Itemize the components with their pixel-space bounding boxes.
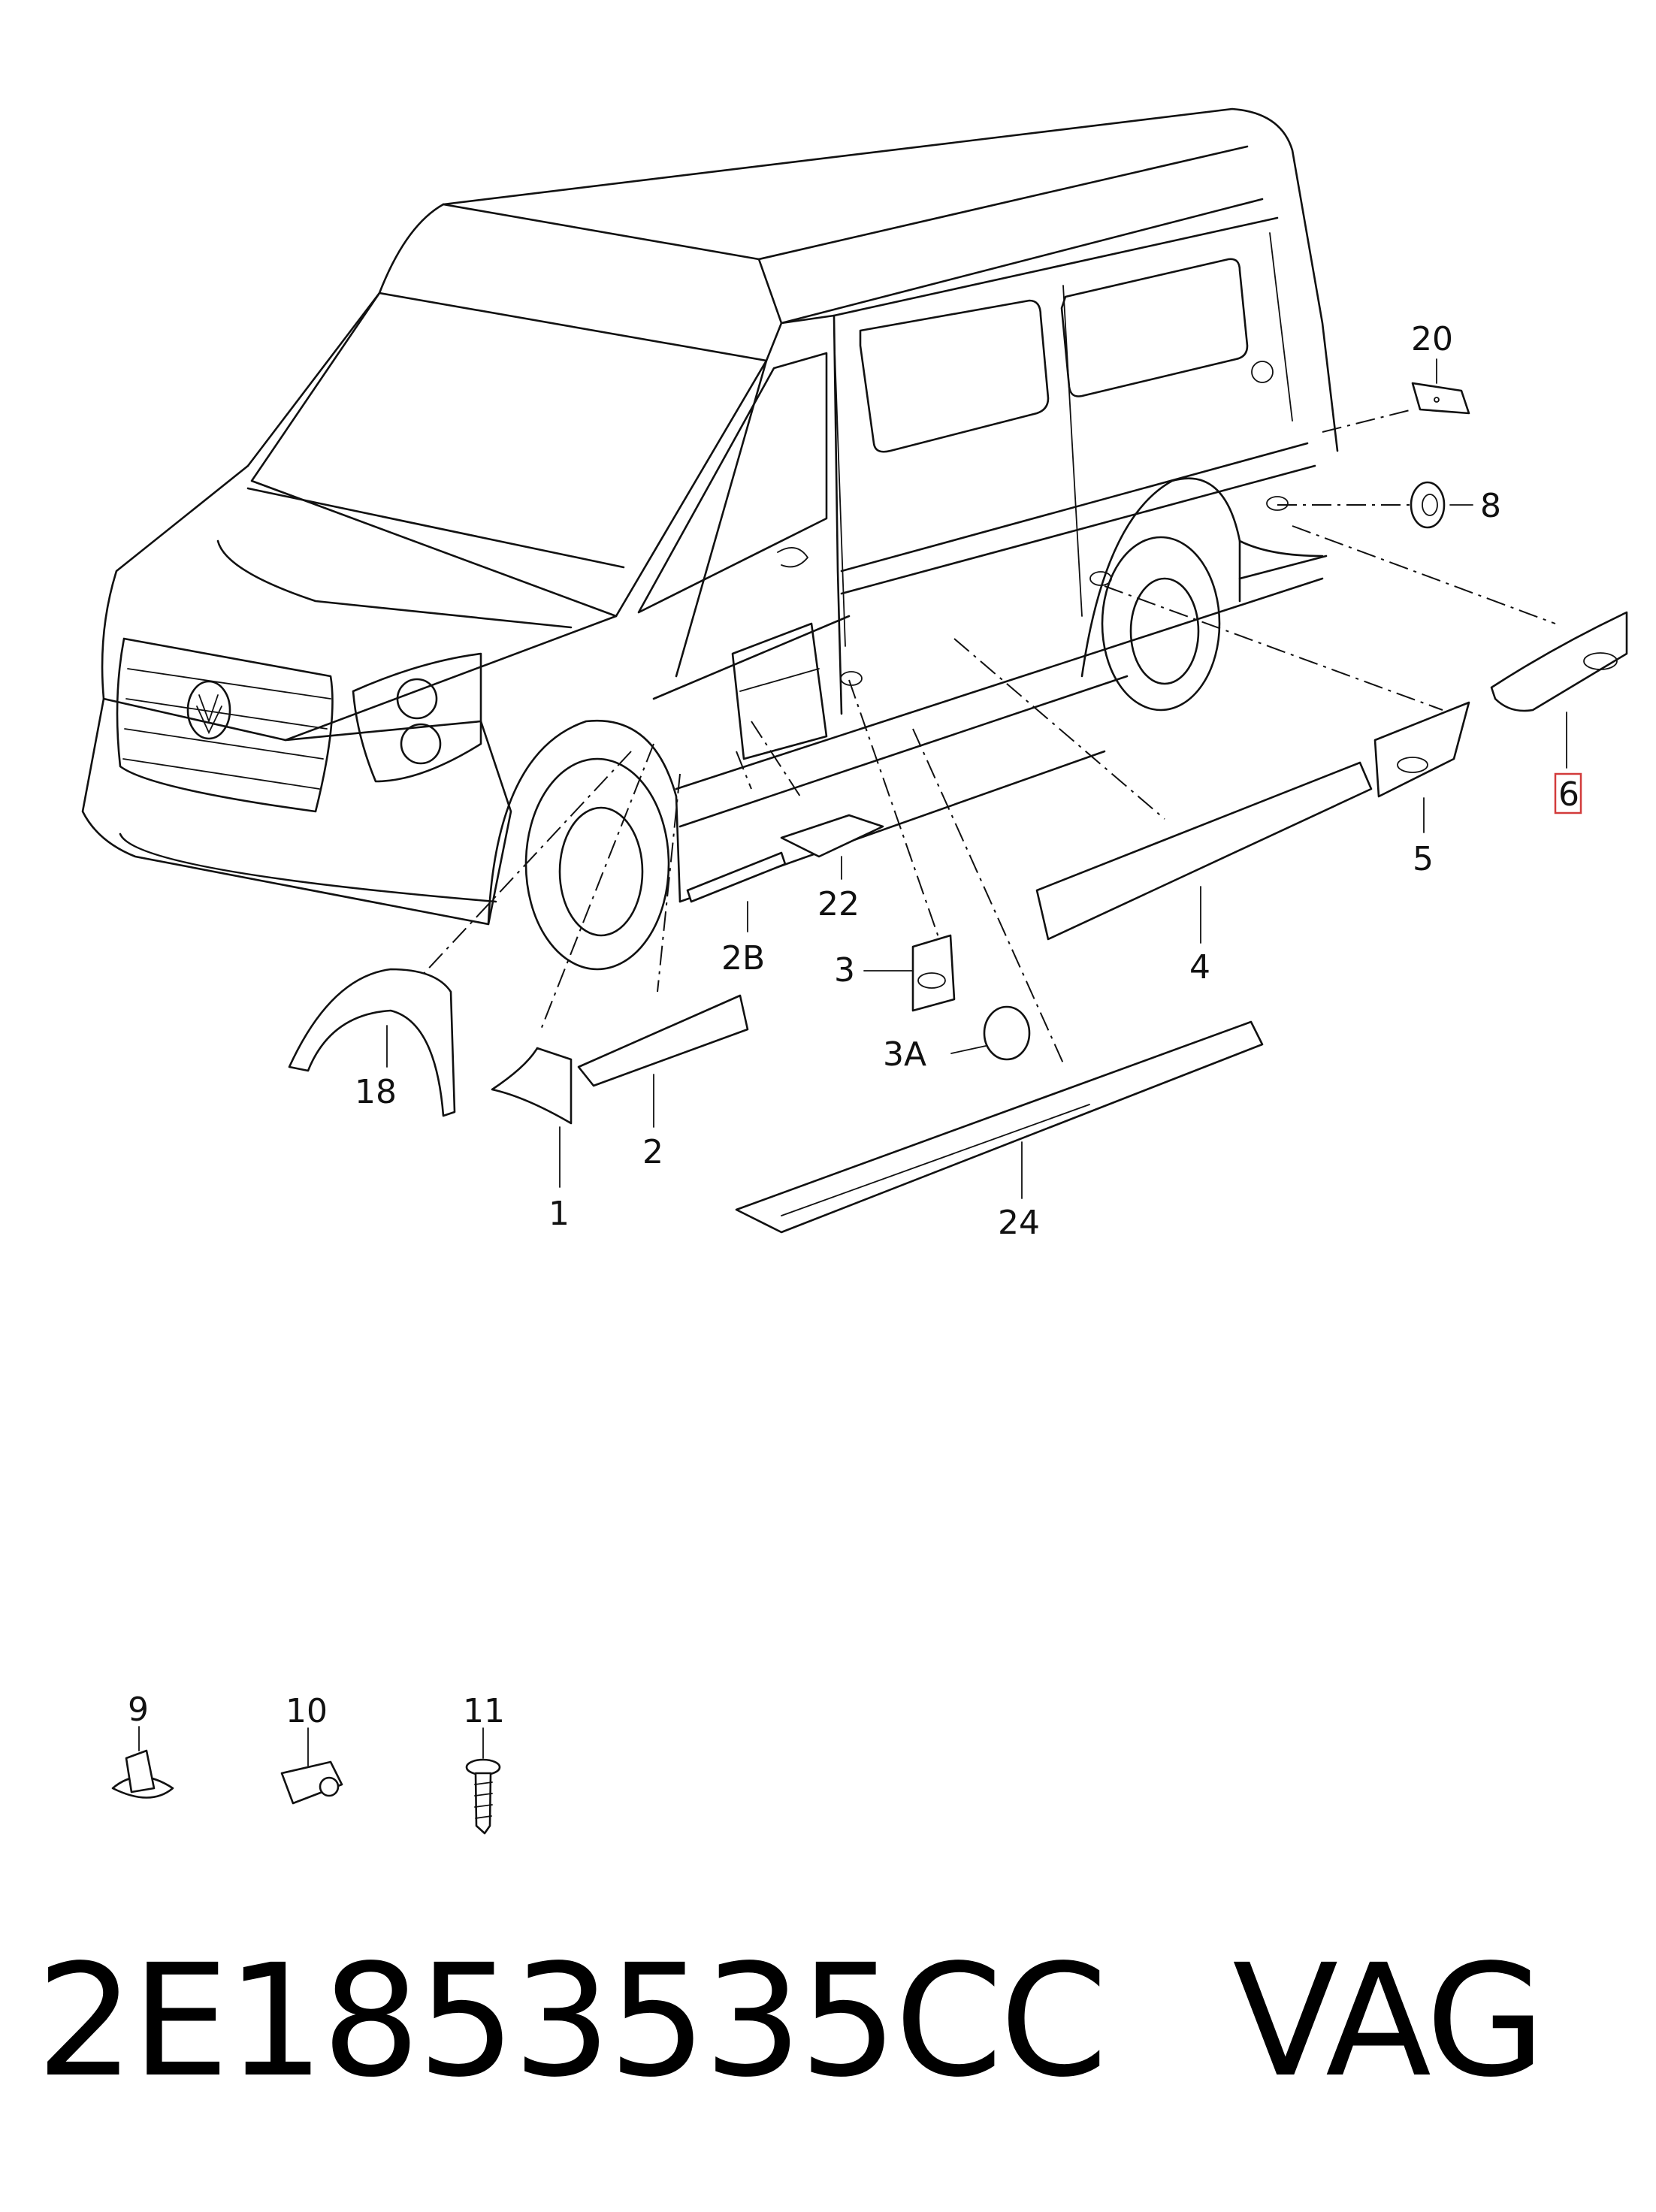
callout-22: 22 bbox=[817, 885, 860, 923]
callout-6: 6 bbox=[1558, 775, 1579, 814]
callout-24: 24 bbox=[998, 1204, 1040, 1242]
part-4-moulding bbox=[1035, 761, 1373, 941]
callout-2b: 2B bbox=[721, 939, 765, 978]
callout-5: 5 bbox=[1413, 840, 1434, 878]
part-number: 2E1853535CC bbox=[36, 1931, 1108, 2111]
part-10-nut bbox=[280, 1760, 343, 1805]
parts bbox=[111, 382, 1628, 1835]
callout-9: 9 bbox=[128, 1691, 149, 1729]
part-18-wheel-arch bbox=[288, 968, 456, 1117]
van-illustration bbox=[81, 107, 1339, 971]
leader-lines bbox=[420, 409, 1556, 1064]
part-8-grommet bbox=[1410, 481, 1446, 529]
part-22-plate bbox=[780, 814, 884, 858]
callout-4: 4 bbox=[1189, 948, 1210, 987]
part-24-sill bbox=[735, 1020, 1264, 1234]
callout-2: 2 bbox=[642, 1133, 663, 1171]
callout-labels: 20 8 6 5 4 3 3A 22 2B 2 1 18 24 9 10 11 bbox=[128, 320, 1582, 1730]
part-2b-strip bbox=[686, 851, 787, 903]
part-2-trim bbox=[577, 994, 749, 1087]
part-3a-cap bbox=[983, 1005, 1031, 1061]
callout-11: 11 bbox=[463, 1692, 505, 1730]
callout-1: 1 bbox=[548, 1195, 570, 1233]
brand-label: VAG bbox=[1232, 1931, 1546, 2111]
callout-3a: 3A bbox=[883, 1035, 926, 1074]
callout-10: 10 bbox=[286, 1692, 328, 1730]
callout-20: 20 bbox=[1411, 320, 1453, 358]
callout-18: 18 bbox=[355, 1073, 397, 1111]
part-1-trim bbox=[491, 1047, 573, 1125]
callout-3: 3 bbox=[834, 951, 855, 990]
part-20-bracket bbox=[1411, 382, 1470, 415]
callout-leaders bbox=[138, 358, 1567, 1766]
part-5-trim bbox=[1373, 701, 1470, 798]
callout-6-highlight-box bbox=[1554, 772, 1582, 814]
part-6-trim bbox=[1490, 611, 1628, 712]
callout-8: 8 bbox=[1480, 487, 1501, 525]
